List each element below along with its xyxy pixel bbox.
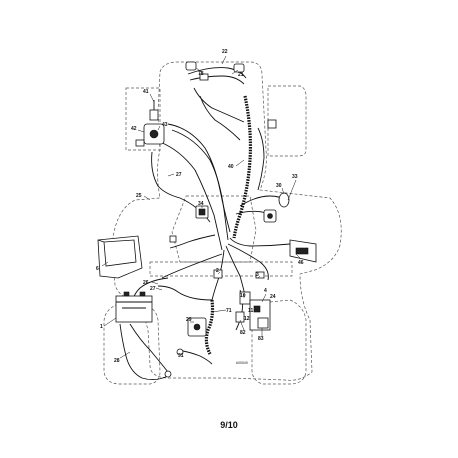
callout-4: 4 xyxy=(264,288,267,294)
battery-box xyxy=(97,235,143,279)
callout-28: 28 xyxy=(114,358,120,364)
callout-26: 26 xyxy=(143,280,149,286)
page-number: 9/10 xyxy=(220,420,238,430)
hour-meter xyxy=(289,239,317,263)
relay-group xyxy=(235,291,271,331)
drawing-code: #00049 xyxy=(236,361,248,365)
ground-terminal xyxy=(164,348,184,378)
callout-1: 1 xyxy=(100,324,103,330)
tractor-outline xyxy=(103,61,342,385)
callout-46: 46 xyxy=(298,260,304,266)
callout-40: 40 xyxy=(228,164,234,170)
plug-connector xyxy=(278,192,290,208)
callout-12: 12 xyxy=(244,316,250,322)
callout-29: 29 xyxy=(186,317,192,323)
callout-78: 78 xyxy=(198,71,204,77)
components xyxy=(97,61,317,378)
callout-30: 30 xyxy=(276,183,282,189)
connector-small xyxy=(169,119,277,279)
battery xyxy=(115,291,153,323)
callout-27a: 27 xyxy=(176,172,182,178)
callout-labels: 22 21 78 41 42 43 40 27 25 30 33 34 6 46… xyxy=(96,49,304,365)
callout-31: 31 xyxy=(178,353,184,359)
callout-71: 71 xyxy=(226,308,232,314)
callout-83: 83 xyxy=(258,336,264,342)
callout-2: 2 xyxy=(216,268,219,274)
callout-34: 34 xyxy=(198,201,204,207)
callout-43: 43 xyxy=(162,122,168,128)
callout-27b: 27 xyxy=(150,286,156,292)
callout-24: 24 xyxy=(270,294,276,300)
solenoid xyxy=(187,317,207,337)
callout-6: 6 xyxy=(96,266,99,272)
callout-33: 33 xyxy=(292,174,298,180)
callout-21: 21 xyxy=(238,72,244,78)
pto-switch xyxy=(263,209,277,223)
headlight-connectors xyxy=(185,61,245,81)
leader-lines xyxy=(101,55,301,359)
callout-82: 82 xyxy=(240,330,246,336)
callout-10: 10 xyxy=(240,293,246,299)
fuse-holder xyxy=(149,100,159,121)
callout-22: 22 xyxy=(222,49,228,55)
callout-11: 11 xyxy=(248,308,254,314)
key-switch xyxy=(135,123,165,147)
callout-3: 3 xyxy=(256,272,259,278)
callout-41: 41 xyxy=(143,89,149,95)
callout-25: 25 xyxy=(136,193,142,199)
callout-42: 42 xyxy=(131,126,137,132)
